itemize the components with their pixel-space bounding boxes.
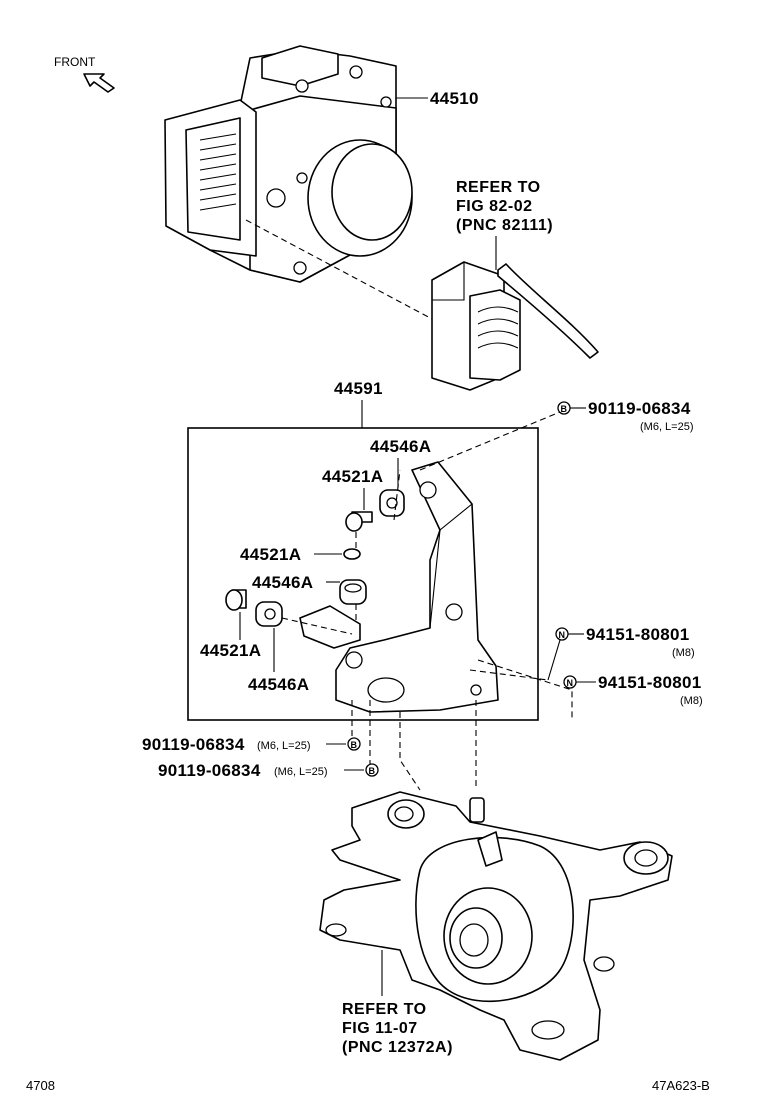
sensor-connector (431, 261, 599, 391)
part-44546A-low-label: 44546A (248, 675, 309, 694)
svg-text:B: B (561, 404, 568, 414)
bolt-low1-spec: (M6, L=25) (257, 740, 311, 752)
refer-bottom-line3: (PNC 12372A) (342, 1039, 453, 1056)
part-44521A-mid-label: 44521A (240, 545, 301, 564)
refer-bottom-line2: FIG 11-07 (342, 1020, 418, 1037)
bolt-top-callout: B 90119-06834 (M6, L=25) (557, 399, 694, 433)
refer-top-line1: REFER TO (456, 179, 541, 196)
part-44591-label: 44591 (334, 379, 383, 398)
collar-low (225, 589, 247, 611)
nut1-pn: 94151-80801 (586, 625, 690, 644)
svg-text:N: N (559, 630, 566, 640)
bolt-low1-callout: 90119-06834 (M6, L=25) B (142, 735, 361, 754)
collar-top (345, 511, 373, 532)
nut2-callout: N 94151-80801 (M8) (563, 673, 703, 707)
cushion-mid (339, 579, 367, 605)
footer-right-code: 47A623-B (652, 1078, 710, 1093)
engine-mount (319, 791, 673, 1061)
refer-top-line3: (PNC 82111) (456, 217, 553, 234)
bolt-low1-pn: 90119-06834 (142, 735, 245, 754)
refer-top-line2: FIG 82-02 (456, 198, 533, 215)
part-44521A-low-label: 44521A (200, 641, 261, 660)
part-44546A-mid-label: 44546A (252, 573, 313, 592)
part-44546A-top-label: 44546A (370, 437, 431, 456)
bolt-top-pn: 90119-06834 (588, 399, 691, 418)
bolt-low1-b-marker-icon (347, 737, 361, 751)
bolt-low2-spec: (M6, L=25) (274, 766, 328, 778)
nut1-callout: N 94151-80801 (M8) (547, 625, 695, 681)
part-44510-label: 44510 (430, 89, 479, 108)
front-arrow-icon (83, 73, 115, 93)
svg-text:B: B (369, 766, 376, 776)
bracket-assembly-box (187, 427, 539, 721)
front-label: FRONT (54, 55, 96, 69)
front-indicator: FRONT (54, 55, 115, 93)
bolt-low2-callout: 90119-06834 (M6, L=25) B (158, 761, 379, 780)
abs-actuator-assembly (164, 45, 435, 321)
bracket (299, 461, 499, 713)
cushion-low (255, 601, 283, 627)
svg-text:B: B (351, 740, 358, 750)
nut1-spec: (M8) (672, 647, 695, 659)
bolt-low2-pn: 90119-06834 (158, 761, 261, 780)
part-44521A-top-label: 44521A (322, 467, 383, 486)
cushion-top (379, 489, 405, 517)
bolt-low2-b-marker-icon (365, 763, 379, 777)
nut2-pn: 94151-80801 (598, 673, 702, 692)
footer-left-code: 4708 (26, 1078, 55, 1093)
collar-mid (343, 548, 361, 560)
svg-text:N: N (567, 678, 574, 688)
refer-bottom-line1: REFER TO (342, 1001, 427, 1018)
nut2-spec: (M8) (680, 695, 703, 707)
bolt-top-spec: (M6, L=25) (640, 421, 694, 433)
